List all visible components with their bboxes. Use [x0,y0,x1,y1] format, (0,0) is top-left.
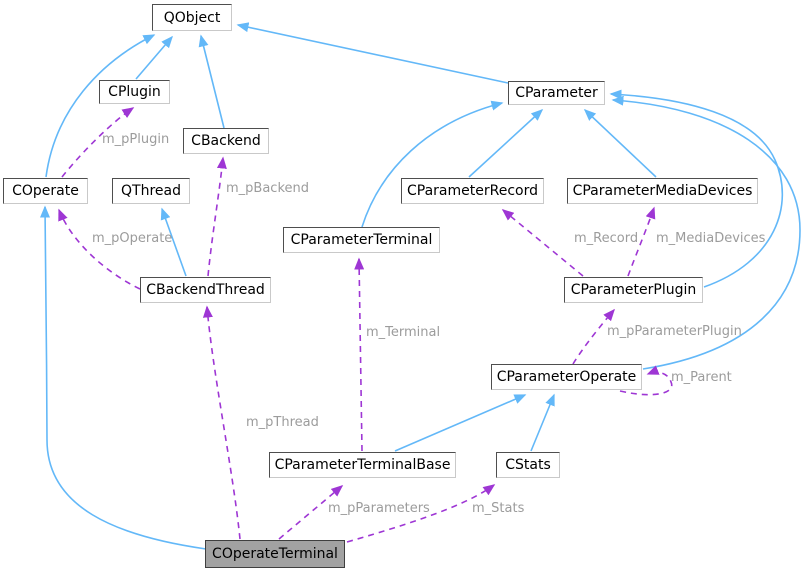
edge-cparameteroperate-cparameter [611,95,801,370]
edge-m-parent [619,365,673,396]
usage-edges [58,107,673,543]
edge-cparameterplugin-cparameter [609,89,784,288]
edge-coperateterminal-coperate [40,205,207,550]
node-qobject[interactable]: QObject [152,4,232,31]
edge-m-terminal [354,257,365,452]
node-cbackend[interactable]: CBackend [183,128,269,154]
node-qthread[interactable]: QThread [112,178,190,204]
edge-label-m-poperate: m_pOperate [92,231,173,246]
edge-cplugin-qobject [135,35,173,80]
edge-label-m-pthread: m_pThread [246,415,319,430]
edge-label-m-terminal: m_Terminal [366,325,441,340]
node-coperateterminal-focus: COperateTerminal [205,540,345,568]
edge-label-m-mediadevices: m_MediaDevices [656,231,766,246]
edge-coperate-qobject [45,34,156,178]
edge-m-stats [346,484,496,543]
edge-m-pbackend [207,156,227,277]
edge-m-poperate [58,208,141,290]
edge-m-pplugin [61,107,135,178]
edge-label-m-pparameters: m_pParameters [328,501,430,516]
edge-m-mediadevices [627,206,656,277]
edge-label-m-parent: m_Parent [671,370,732,385]
node-cparameterrecord[interactable]: CParameterRecord [401,178,544,204]
node-coperate[interactable]: COperate [3,178,88,204]
edge-label-m-record: m_Record [574,231,639,246]
edge-m-pthread [202,305,241,540]
edge-label-m-pbackend: m_pBackend [226,181,310,196]
edge-cstats-cparameteroperate [530,393,555,452]
edge-m-pparameters [278,485,344,540]
edge-cparameterrecord-cparameter [468,108,544,178]
edge-cparameterterminal-cparameter [361,100,504,228]
edge-cparametermediadevices-cparameter [583,108,657,178]
node-cbackendthread[interactable]: CBackendThread [140,277,271,303]
edge-label-m-pplugin: m_pPlugin [102,132,170,147]
node-cparameterplugin[interactable]: CParameterPlugin [564,277,703,303]
edge-label-m-pparameterplugin: m_pParameterPlugin [607,324,742,339]
node-cplugin[interactable]: CPlugin [99,80,170,104]
edge-m-pparameterplugin [572,308,615,365]
edge-cparameter-qobject [236,22,509,84]
node-cparameterterminal[interactable]: CParameterTerminal [283,227,440,253]
edge-cbackend-qobject [198,34,225,129]
node-cparameteroperate[interactable]: CParameterOperate [491,364,642,390]
edge-label-m-stats: m_Stats [472,501,525,516]
edge-m-record [501,209,584,277]
node-cstats[interactable]: CStats [496,452,560,478]
edge-cbackendthread-qthread [160,207,187,277]
edge-cparameterterminalbase-cparameteroperate [394,394,527,452]
node-cparameter[interactable]: CParameter [508,81,605,105]
inheritance-edges [40,22,801,550]
node-cparametermediadevices[interactable]: CParameterMediaDevices [567,178,758,204]
node-cparameterterminalbase[interactable]: CParameterTerminalBase [269,452,456,478]
